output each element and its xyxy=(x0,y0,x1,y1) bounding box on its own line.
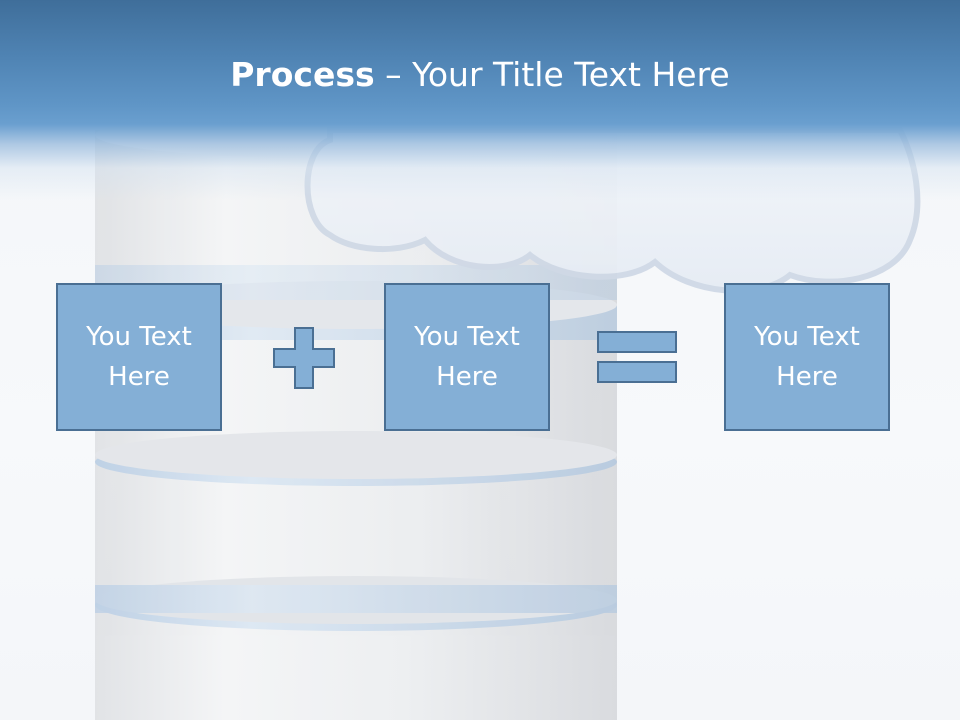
step-box-1[interactable]: You Text Here xyxy=(56,283,222,431)
step-label: You Text Here xyxy=(86,322,192,392)
equals-icon xyxy=(597,331,677,383)
step-box-2[interactable]: You Text Here xyxy=(384,283,550,431)
step-label: You Text Here xyxy=(414,322,520,392)
step-box-3[interactable]: You Text Here xyxy=(724,283,890,431)
title-rest: – Your Title Text Here xyxy=(374,55,730,94)
header-band xyxy=(0,0,960,200)
plus-icon xyxy=(273,327,335,389)
step-label: You Text Here xyxy=(754,322,860,392)
title-strong: Process xyxy=(230,55,375,94)
slide-title[interactable]: Process – Your Title Text Here xyxy=(0,52,960,98)
